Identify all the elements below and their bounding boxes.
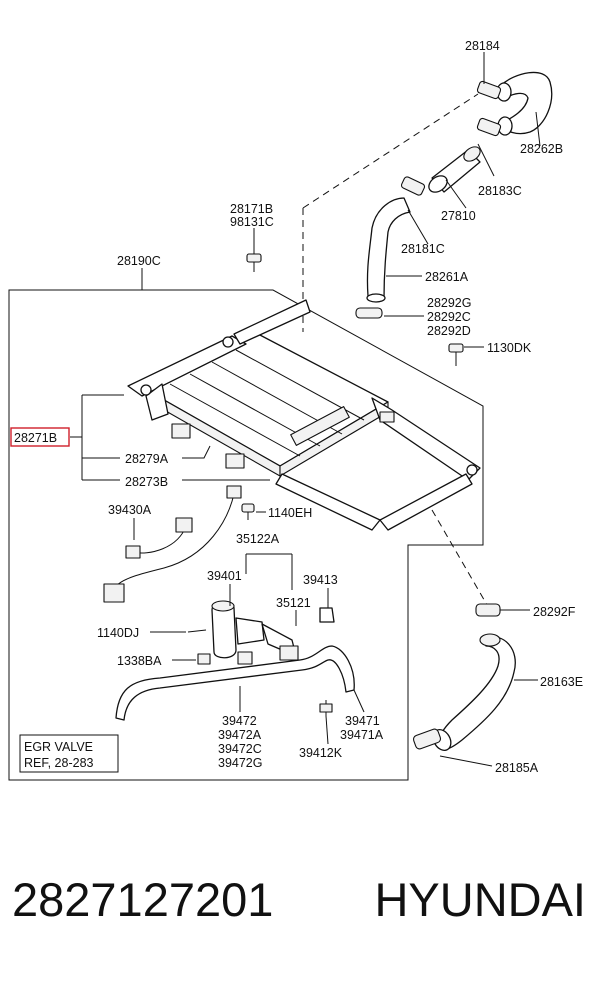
label-28292C[interactable]: 28292C [427,310,471,324]
label-28181C[interactable]: 28181C [401,242,445,256]
intercooler-core [127,299,481,531]
label-39472[interactable]: 39472 [222,714,257,728]
vacuum-hoses [115,645,355,721]
label-1130DK[interactable]: 1130DK [487,341,532,355]
label-28183C[interactable]: 28183C [478,184,522,198]
label-28163E[interactable]: 28163E [540,675,583,689]
egr-ref-line1: EGR VALVE [24,740,93,754]
label-39430A[interactable]: 39430A [108,503,152,517]
highlight-box [10,427,70,447]
part-number-text: 2827127201 [12,873,274,926]
label-28292F[interactable]: 28292F [533,605,576,619]
label-28185A[interactable]: 28185A [495,761,539,775]
lower-hose-assembly [412,603,516,751]
label-39472G[interactable]: 39472G [218,756,262,770]
label-28171B[interactable]: 28171B [230,202,273,216]
label-28190C[interactable]: 28190C [117,254,161,268]
sensor-harness [103,485,242,603]
label-39472A[interactable]: 39472A [218,728,262,742]
label-1338BA[interactable]: 1338BA [117,654,162,668]
label-1140EH[interactable]: 1140EH [268,506,312,520]
label-39412K[interactable]: 39412K [299,746,343,760]
label-98131C[interactable]: 98131C [230,215,274,229]
label-39413[interactable]: 39413 [303,573,338,587]
bolt-right [448,343,464,366]
bolt-1140eh [241,503,255,520]
label-39472C[interactable]: 39472C [218,742,262,756]
egr-ref-box [19,734,119,773]
label-28184[interactable]: 28184 [465,39,500,53]
label-1140DJ[interactable]: 1140DJ [97,626,139,640]
dashed-line-bottom [431,509,491,611]
bolt-top [246,253,262,272]
label-35122A[interactable]: 35122A [236,532,280,546]
leader-lines [70,52,541,767]
label-28273B[interactable]: 28273B [125,475,168,489]
brand-text: HYUNDAI [374,873,586,926]
label-27810[interactable]: 27810 [441,209,476,223]
footer: 2827127201 HYUNDAI [0,872,600,952]
label-28292G[interactable]: 28292G [427,296,471,310]
label-39471[interactable]: 39471 [345,714,380,728]
label-28262B[interactable]: 28262B [520,142,563,156]
parts-diagram: EGR VALVE REF, 28-283 28271B 28184 28262… [8,39,583,781]
egr-ref-line2: REF, 28-283 [24,756,94,770]
dashed-line-top [302,93,479,209]
label-39401[interactable]: 39401 [207,569,242,583]
label-39471A[interactable]: 39471A [340,728,384,742]
label-28261A[interactable]: 28261A [425,270,469,284]
upper-hose-assembly [355,71,553,319]
label-28271B[interactable]: 28271B [14,431,57,445]
solenoid-valve [187,600,335,665]
label-28279A[interactable]: 28279A [125,452,169,466]
label-28292D[interactable]: 28292D [427,324,471,338]
label-35121[interactable]: 35121 [276,596,311,610]
